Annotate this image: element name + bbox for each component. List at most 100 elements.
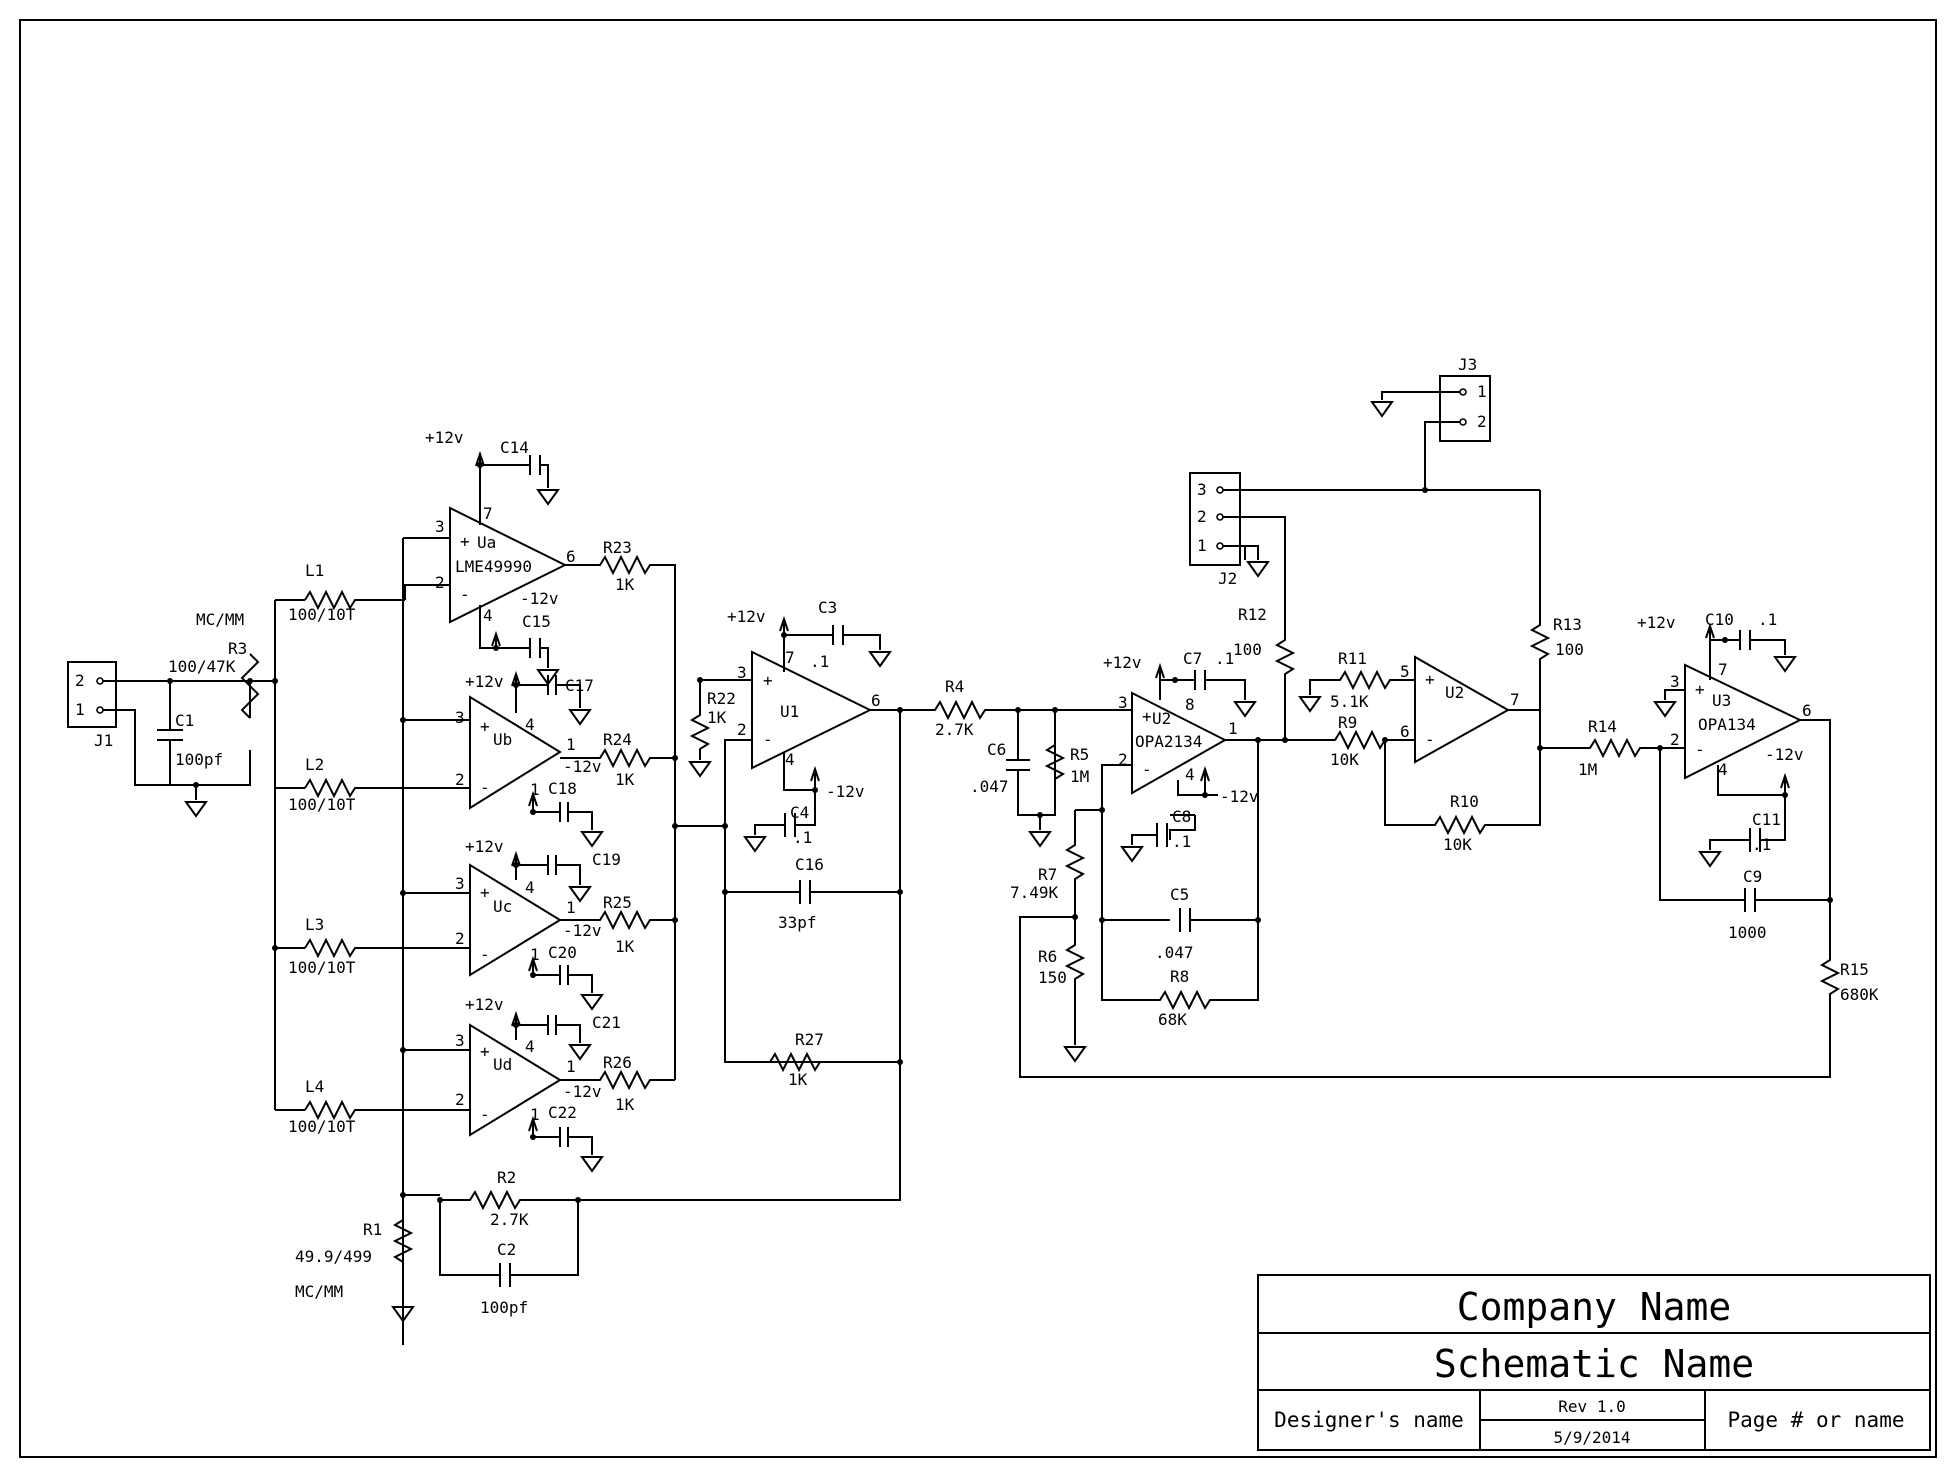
label-pin2: 2 xyxy=(455,929,465,948)
label-l2-val: 100/10T xyxy=(288,795,356,814)
label-r3: R3 xyxy=(228,639,247,658)
label-plus: + xyxy=(1695,680,1705,699)
label-c19: C19 xyxy=(592,850,621,869)
label-r7: R7 xyxy=(1038,865,1057,884)
label-c10-val: .1 xyxy=(1758,610,1777,629)
label-j3: J3 xyxy=(1458,355,1477,374)
label-pin1: 1 xyxy=(566,898,576,917)
opamp-u1: + - U1 3 2 7 .1 4 6 -12v xyxy=(737,648,881,801)
label-r10-val: 10K xyxy=(1443,835,1472,854)
label-r15-val: 680K xyxy=(1840,985,1879,1004)
label-plus: + xyxy=(460,532,470,551)
label-pin1: 1 xyxy=(1228,719,1238,738)
label-u3-part: OPA134 xyxy=(1698,715,1756,734)
label-pin3: 3 xyxy=(455,874,465,893)
label-pos12: +12v xyxy=(465,995,504,1014)
label-r25-val: 1K xyxy=(615,937,635,956)
label-r24-val: 1K xyxy=(615,770,635,789)
label-l2: L2 xyxy=(305,755,324,774)
label-neg12: -12v xyxy=(520,589,559,608)
label-pos12: +12v xyxy=(465,837,504,856)
label-plus: + xyxy=(480,1042,490,1061)
label-j2: J2 xyxy=(1218,569,1237,588)
label-j2-p1: 1 xyxy=(1197,536,1207,555)
label-c9: C9 xyxy=(1743,867,1762,886)
label-plus: + xyxy=(1425,670,1435,689)
label-c8-val: .1 xyxy=(1172,832,1191,851)
label-minus: - xyxy=(460,585,470,604)
label-minus: - xyxy=(763,730,773,749)
opamp-ub: + - Ub 3 2 4 1 1 -12v xyxy=(455,695,602,810)
label-c7: C7 xyxy=(1183,649,1202,668)
label-c14: C14 xyxy=(500,438,529,457)
label-pin4: 4 xyxy=(525,1037,535,1056)
label-pin2: 2 xyxy=(737,720,747,739)
label-r9: R9 xyxy=(1338,713,1357,732)
label-c15: C15 xyxy=(522,612,551,631)
label-neg12: -12v xyxy=(563,921,602,940)
label-pin3: 3 xyxy=(455,708,465,727)
label-r3-val: 100/47K xyxy=(168,657,236,676)
label-j1-p1: 1 xyxy=(75,700,85,719)
label-r6-val: 150 xyxy=(1038,968,1067,987)
opamp-u2b: + - U2 5 6 7 xyxy=(1400,655,1520,764)
label-l4: L4 xyxy=(305,1077,324,1096)
label-r11-val: 5.1K xyxy=(1330,692,1369,711)
label-neg12: -12v xyxy=(563,757,602,776)
label-pin1: 1 xyxy=(530,780,540,799)
label-u2b: U2 xyxy=(1445,683,1464,702)
label-pin8: 8 xyxy=(1185,695,1195,714)
label-r5: R5 xyxy=(1070,745,1089,764)
label-plus: + xyxy=(480,717,490,736)
label-mcmm-bottom: MC/MM xyxy=(295,1282,343,1301)
label-ua-part: LME49990 xyxy=(455,557,532,576)
label-pin1: 1 xyxy=(530,945,540,964)
label-c5-val: .047 xyxy=(1155,943,1194,962)
page-name: Page # or name xyxy=(1727,1408,1904,1432)
label-c1-val: 100pf xyxy=(175,750,223,769)
label-j1-p2: 2 xyxy=(75,671,85,690)
label-c7-val: .1 xyxy=(1215,649,1234,668)
label-pin4: 4 xyxy=(483,606,493,625)
label-l3: L3 xyxy=(305,915,324,934)
label-pin3: 3 xyxy=(1118,693,1128,712)
label-pin2: 2 xyxy=(1670,730,1680,749)
label-r4: R4 xyxy=(945,677,964,696)
label-pin3: 3 xyxy=(435,517,445,536)
label-pin2: 2 xyxy=(1118,750,1128,769)
label-c16-val: 33pf xyxy=(778,913,817,932)
label-l4-val: 100/10T xyxy=(288,1117,356,1136)
revision: Rev 1.0 xyxy=(1558,1397,1625,1416)
label-pin4: 4 xyxy=(1718,760,1728,779)
label-r10: R10 xyxy=(1450,792,1479,811)
label-c21: C21 xyxy=(592,1013,621,1032)
label-c6: C6 xyxy=(987,740,1006,759)
label-c6-val: .047 xyxy=(970,777,1009,796)
connector-j1: 2 1 J1 xyxy=(67,661,117,750)
label-r1-val: 49.9/499 xyxy=(295,1247,372,1266)
label-r22-val: 1K xyxy=(707,708,727,727)
label-r24: R24 xyxy=(603,730,632,749)
label-uc: Uc xyxy=(493,897,512,916)
label-pos12: +12v xyxy=(727,607,766,626)
label-r23-val: 1K xyxy=(615,575,635,594)
sheet-border xyxy=(19,19,1937,1458)
title-block: Company Name Schematic Name Designer's n… xyxy=(1257,1274,1931,1451)
label-r2-val: 2.7K xyxy=(490,1210,529,1229)
label-pin2: 2 xyxy=(455,1090,465,1109)
label-mcmm-top: MC/MM xyxy=(196,610,244,629)
label-minus: - xyxy=(1425,730,1435,749)
opamp-uc: + - Uc 3 2 4 1 1 -12v xyxy=(455,863,602,977)
label-c16: C16 xyxy=(795,855,824,874)
label-neg12: -12v xyxy=(826,782,865,801)
label-c1: C1 xyxy=(175,711,194,730)
label-pin1: 1 xyxy=(530,1105,540,1124)
label-c4-val: .1 xyxy=(793,828,812,847)
label-u1: U1 xyxy=(780,702,799,721)
label-pin4: 4 xyxy=(785,750,795,769)
label-plus: + xyxy=(480,883,490,902)
label-r27-val: 1K xyxy=(788,1070,808,1089)
label-r12: R12 xyxy=(1238,605,1267,624)
company-name: Company Name xyxy=(1457,1285,1732,1329)
